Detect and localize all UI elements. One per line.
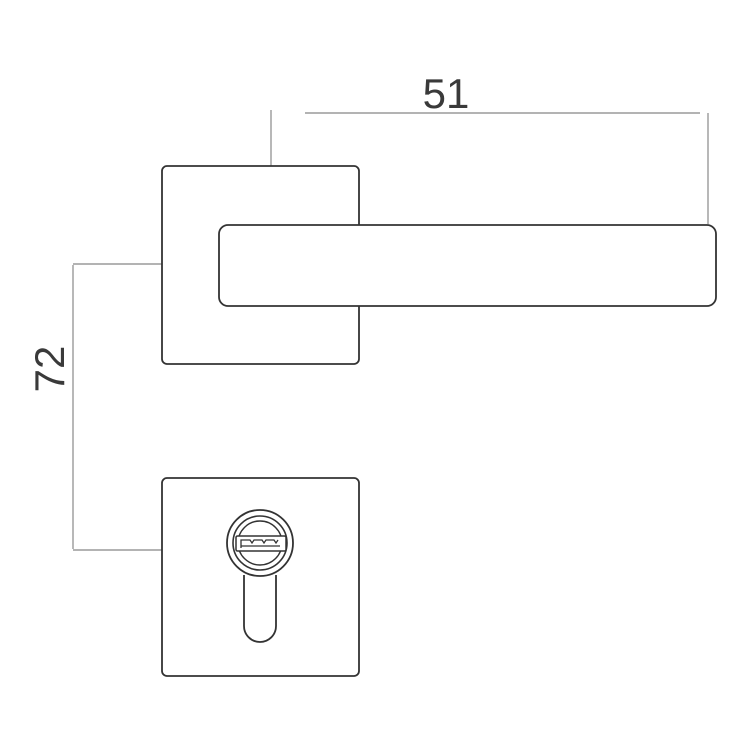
key-bitting-icon — [240, 539, 279, 548]
dimension-label-51: 51 — [423, 70, 470, 117]
keyhole-outline — [243, 575, 277, 643]
escutcheon-rosette — [161, 477, 360, 677]
cylinder-inner-ring — [232, 515, 288, 571]
cylinder-keyhole — [226, 509, 294, 643]
key-slot — [235, 535, 287, 552]
dimension-label-72: 72 — [26, 346, 73, 393]
lever-handle — [218, 224, 717, 307]
dimension-lines — [72, 110, 709, 551]
